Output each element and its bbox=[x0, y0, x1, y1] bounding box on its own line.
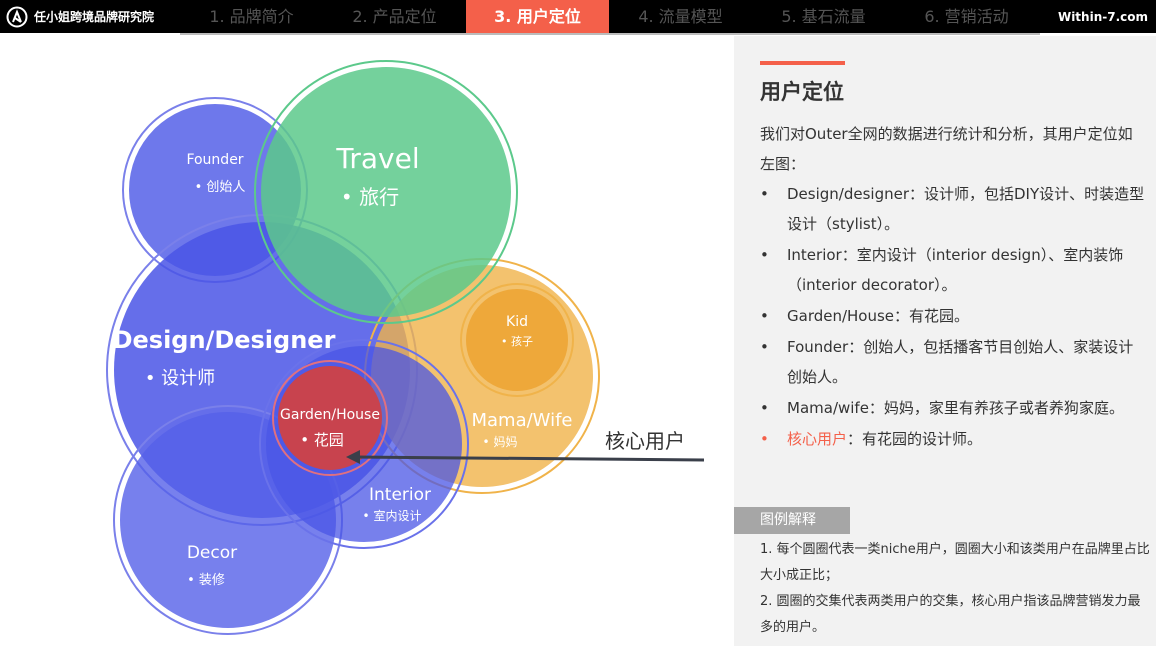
circle-travel bbox=[254, 60, 518, 324]
brand-name: 任小姐跨境品牌研究院 bbox=[34, 10, 155, 24]
circle-garden bbox=[272, 360, 388, 476]
label-founder-cn: • 创始人 bbox=[195, 180, 246, 195]
label-decor-en: Decor bbox=[187, 543, 237, 563]
tab-marketing[interactable]: 6. 营销活动 bbox=[924, 7, 1009, 26]
label-design-cn: • 设计师 bbox=[145, 368, 215, 389]
label-design-en: Design/Designer bbox=[113, 326, 336, 354]
panel-title: 用户定位 bbox=[760, 80, 844, 104]
label-kid-cn: • 孩子 bbox=[501, 335, 533, 348]
label-travel-en: Travel bbox=[335, 142, 419, 175]
label-founder-en: Founder bbox=[186, 152, 243, 168]
tab-brand-intro[interactable]: 1. 品牌简介 bbox=[209, 7, 294, 26]
label-travel-cn: • 旅行 bbox=[341, 185, 399, 209]
circle-kid bbox=[460, 283, 574, 397]
list-item: Garden/House：有花园。 bbox=[760, 301, 1145, 331]
legend-title: 图例解释 bbox=[734, 507, 850, 534]
user-venn-diagram: Founder • 创始人 Travel • 旅行 Design/Designe… bbox=[106, 60, 705, 635]
label-mama-en: Mama/Wife bbox=[471, 410, 572, 431]
list-item: Founder：创始人，包括播客节目创始人、家装设计创始人。 bbox=[760, 332, 1145, 392]
label-mama-cn: • 妈妈 bbox=[483, 435, 518, 449]
tab-product-positioning[interactable]: 2. 产品定位 bbox=[352, 7, 437, 26]
core-user-label: 核心用户 bbox=[605, 429, 685, 453]
tab-traffic-model[interactable]: 4. 流量模型 bbox=[638, 7, 723, 26]
legend-text: 1. 每个圆圈代表一类niche用户，圆圈大小和该类用户在品牌里占比大小成正比；… bbox=[760, 537, 1150, 641]
top-nav: 任小姐跨境品牌研究院 1. 品牌简介 2. 产品定位 3. 用户定位 4. 流量… bbox=[0, 0, 1156, 33]
list-item: Interior：室内设计（interior design）、室内装饰（inte… bbox=[760, 240, 1145, 300]
tab-user-positioning[interactable]: 3. 用户定位 bbox=[466, 0, 609, 33]
user-type-list: Design/designer：设计师，包括DIY设计、时装造型设计（styli… bbox=[760, 179, 1145, 455]
brand-logo[interactable]: 任小姐跨境品牌研究院 bbox=[0, 6, 180, 28]
label-interior-cn: • 室内设计 bbox=[363, 508, 422, 523]
label-garden-en: Garden/House bbox=[280, 407, 380, 423]
legend-item: 2. 圆圈的交集代表两类用户的交集，核心用户指该品牌营销发力最多的用户。 bbox=[760, 594, 1141, 635]
site-link[interactable]: Within-7.com bbox=[1057, 9, 1148, 24]
core-user-arrow bbox=[346, 450, 705, 464]
tab-base-traffic[interactable]: 5. 基石流量 bbox=[781, 7, 866, 26]
divider bbox=[180, 33, 1040, 35]
label-interior-en: Interior bbox=[369, 485, 431, 505]
list-item: Design/designer：设计师，包括DIY设计、时装造型设计（styli… bbox=[760, 179, 1145, 239]
label-decor-cn: • 装修 bbox=[187, 573, 225, 588]
legend-item: 1. 每个圆圈代表一类niche用户，圆圈大小和该类用户在品牌里占比大小成正比； bbox=[760, 542, 1150, 583]
list-item-core: 核心用户：有花园的设计师。 bbox=[760, 424, 1145, 454]
brand-logo-icon bbox=[6, 6, 28, 27]
description-panel: 用户定位 我们对Outer全网的数据进行统计和分析，其用户定位如左图： Desi… bbox=[734, 36, 1156, 646]
core-label: 核心用户 bbox=[787, 430, 848, 448]
title-accent-bar bbox=[760, 61, 845, 65]
list-item: Mama/wife：妈妈，家里有养孩子或者养狗家庭。 bbox=[760, 393, 1145, 423]
panel-intro: 我们对Outer全网的数据进行统计和分析，其用户定位如左图： bbox=[760, 125, 1133, 173]
label-kid-en: Kid bbox=[506, 314, 528, 330]
label-garden-cn: • 花园 bbox=[300, 431, 344, 449]
core-text: ：有花园的设计师。 bbox=[847, 430, 983, 448]
